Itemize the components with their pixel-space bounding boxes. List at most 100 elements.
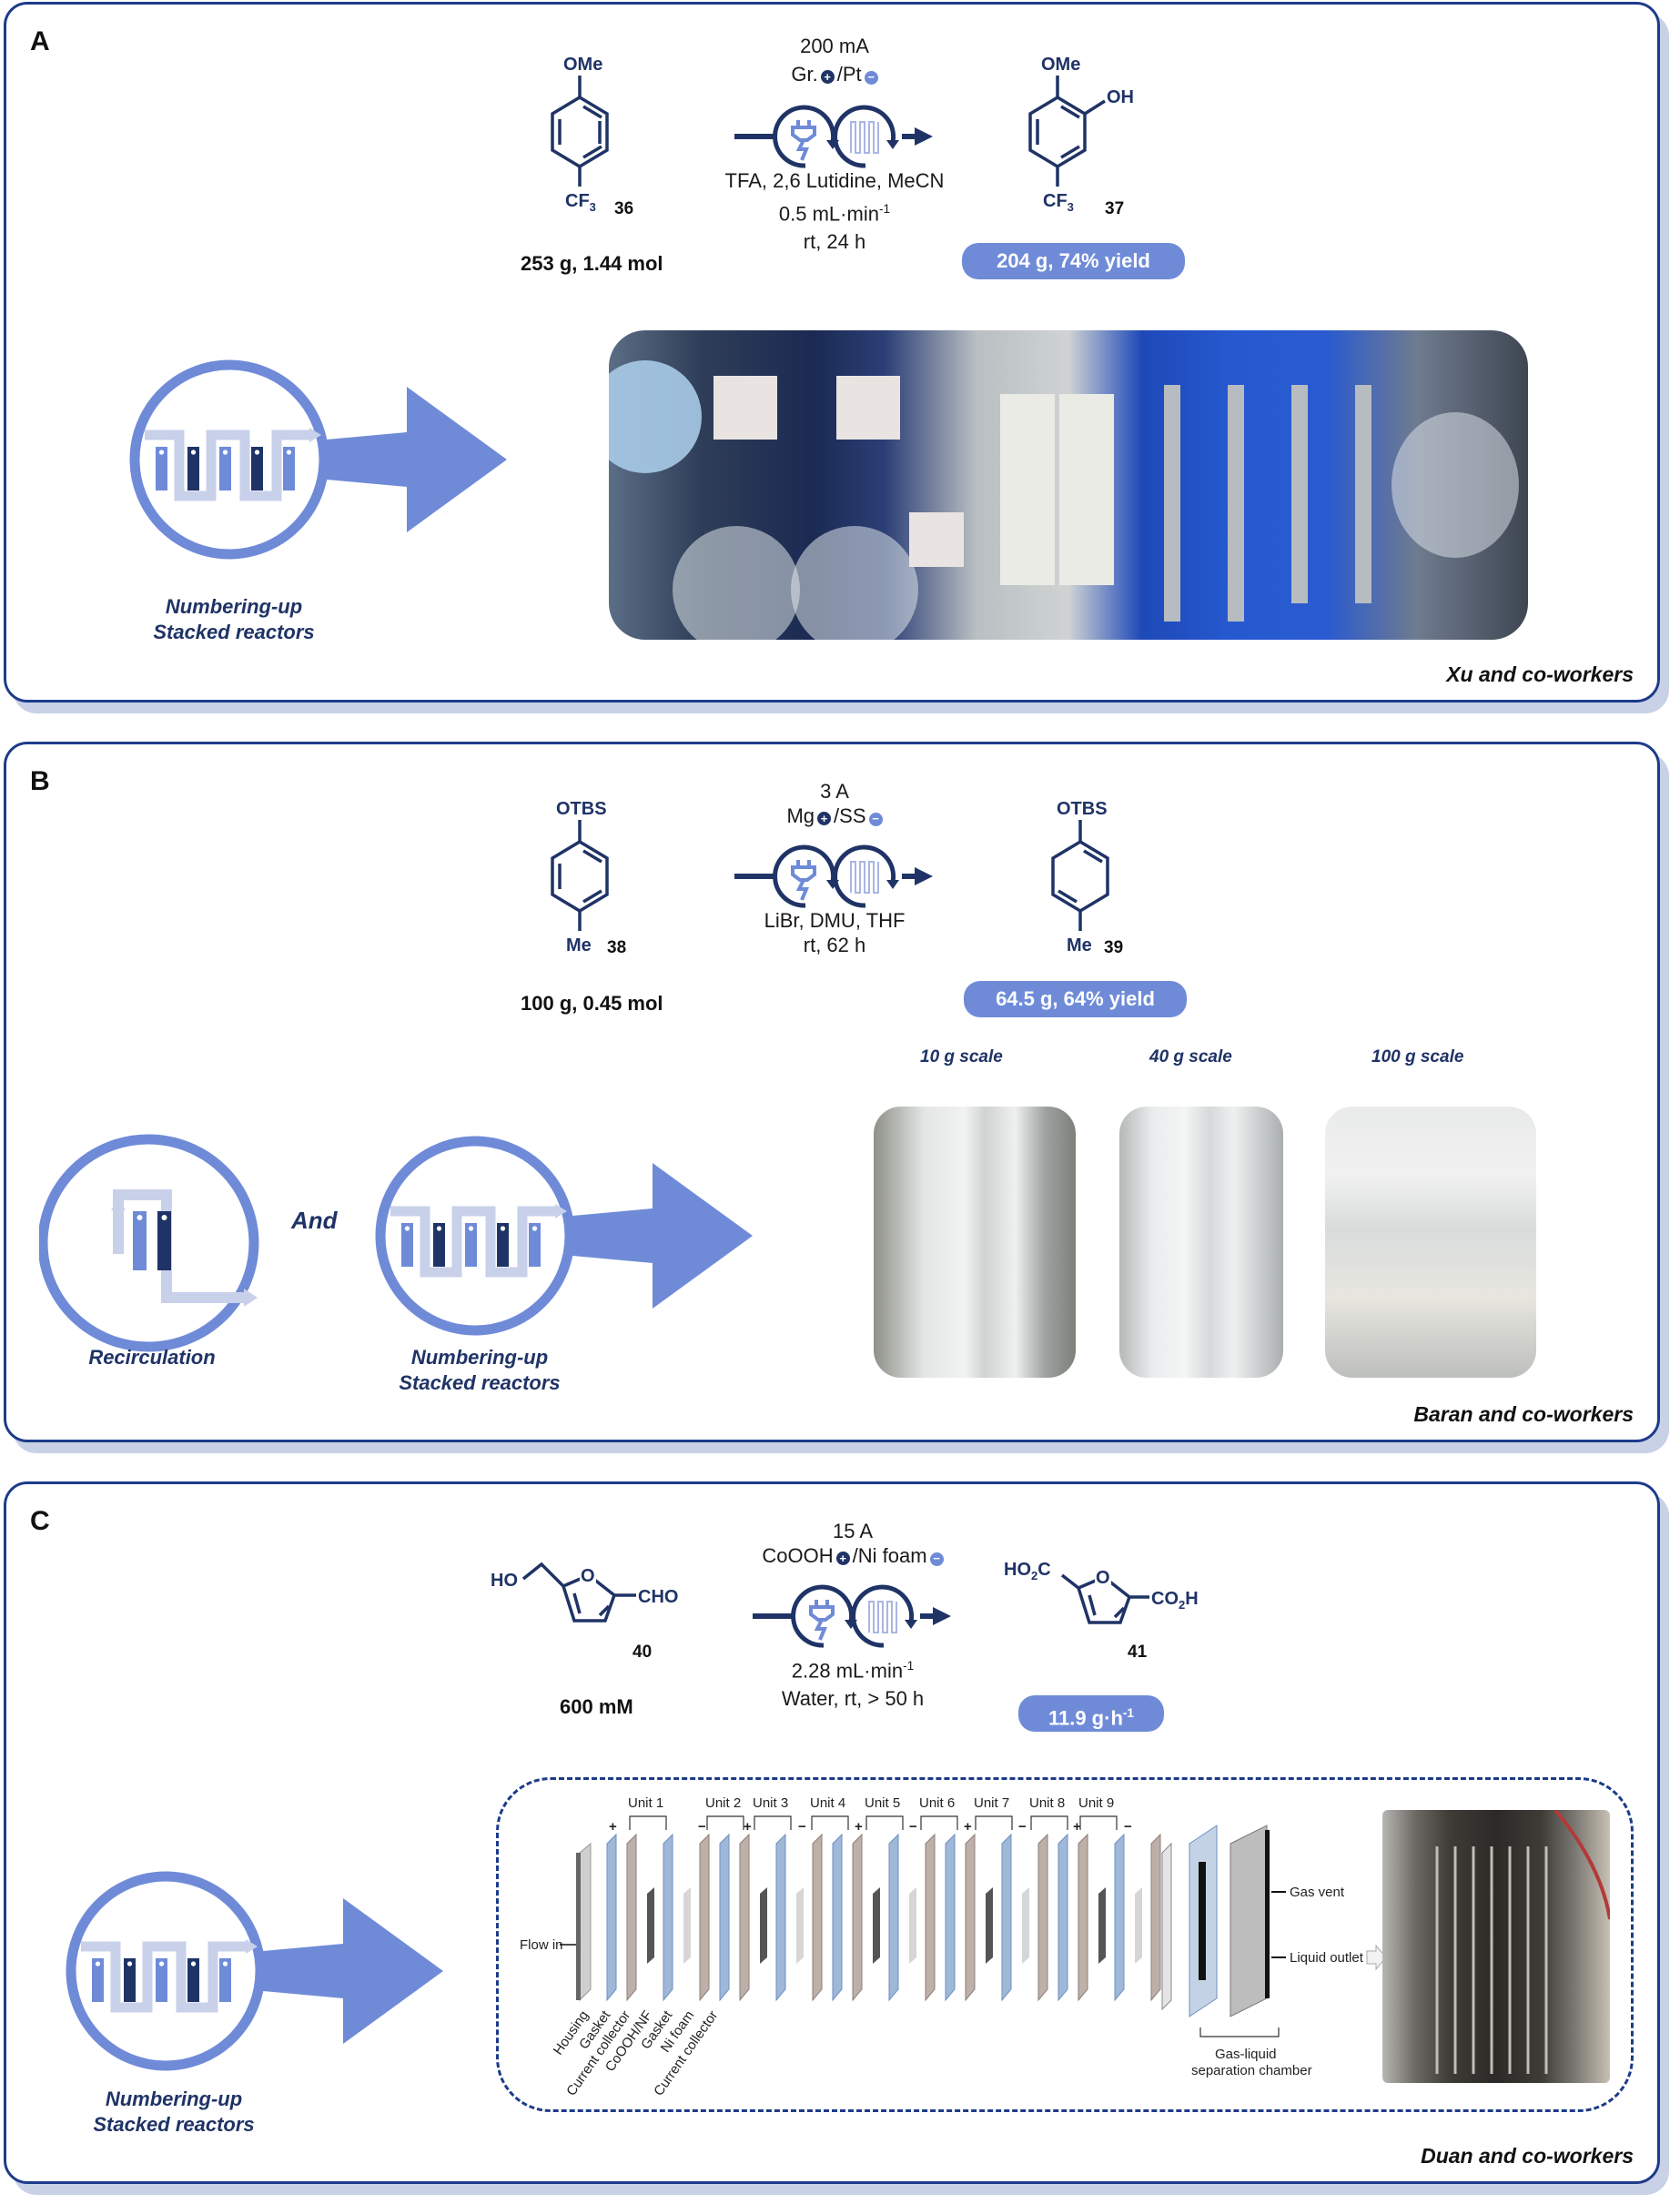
electrode-terminal	[158, 1961, 165, 1966]
reactor-stack-diagram-box	[496, 1777, 1634, 2112]
cycle-arrow-head	[886, 140, 899, 149]
unit-bracket	[975, 1815, 1013, 1830]
current-collector-plate	[739, 1833, 750, 2002]
coil-cycle-ring	[833, 844, 896, 908]
electrode-plate	[497, 1223, 509, 1267]
gasket-plate	[719, 1833, 730, 2002]
plug-icon	[791, 860, 816, 901]
ring-oxygen: O	[1096, 1568, 1110, 1588]
product-41-structure: HO2C O CO2H 41	[1004, 1560, 1199, 1662]
flow-in-label: Flow in	[520, 1937, 563, 1953]
ni-foam-electrode	[796, 1887, 804, 1964]
substituent-ome: OMe	[1041, 55, 1080, 75]
unit-label: Unit 1	[628, 1795, 663, 1811]
flow-arrow-head	[309, 428, 321, 442]
chamber-label: Gas-liquid	[1215, 2047, 1277, 2062]
compound-id: 38	[607, 938, 626, 957]
numbering-up-stacked-reactor-icon	[375, 1136, 753, 1336]
unit-label: Unit 4	[810, 1795, 845, 1811]
electrode-plate	[465, 1223, 477, 1267]
reactor-photo-100g	[1325, 1107, 1536, 1378]
electrode-plate	[433, 1223, 445, 1267]
electrode-plate	[156, 447, 167, 490]
product-39-structure: OTBS Me 39	[1051, 799, 1123, 957]
yield-badge: 204 g, 74% yield	[962, 243, 1185, 279]
flow-rate: 0.5 mL·min-1	[778, 202, 891, 226]
reactor-stack-photo	[1382, 1810, 1610, 2083]
scale-label: 100 g scale	[1371, 1047, 1464, 1067]
cooh-nf-electrode	[760, 1887, 767, 1964]
compound-id: 36	[614, 199, 633, 218]
electrode-plate	[156, 1958, 167, 2002]
unit-bracket	[865, 1815, 904, 1830]
connector-and: And	[291, 1207, 338, 1234]
reagents: TFA, 2,6 Lutidine, MeCN	[724, 169, 945, 192]
strategy-label: Numbering-up Stacked reactors	[93, 2088, 255, 2136]
substituent-co2h: CO2H	[1151, 1589, 1199, 1612]
arrow-head-icon	[915, 867, 933, 885]
product-37-structure: OMe OH CF3 37	[1028, 55, 1134, 218]
panel-c: C HO O CHO 40 600 mM 15 A CoOOH+/Ni foam…	[4, 1481, 1660, 2184]
chamber-bracket	[1199, 2027, 1280, 2037]
cooh-nf-electrode	[1098, 1887, 1106, 1964]
chamber-window	[1199, 1862, 1206, 1980]
transition-arrow-icon	[1366, 1944, 1387, 1971]
substituent-cho: CHO	[638, 1587, 678, 1607]
electrochemical-flow-reactor-icon	[734, 105, 933, 168]
recirculation-icon	[39, 1134, 259, 1352]
current: 15 A	[832, 1520, 874, 1542]
unit-label: Unit 2	[705, 1795, 741, 1811]
flow-arrow-head	[246, 1939, 258, 1954]
chamber-edge	[1265, 1830, 1270, 1998]
minus-terminal-icon: −	[1018, 1819, 1027, 1835]
electrode-plate	[251, 447, 263, 490]
coil-cycle-ring	[833, 105, 896, 168]
current-collector-plate	[925, 1833, 936, 2002]
panel-label: B	[30, 766, 50, 796]
photo-detail	[609, 360, 1519, 640]
electrode-cycle-ring	[773, 105, 836, 168]
gasket-plate	[832, 1833, 843, 2002]
reactant-38-structure: OTBS Me 38	[551, 799, 626, 957]
current-collector-plate	[812, 1833, 823, 2002]
reaction-conditions-bottom: TFA, 2,6 Lutidine, MeCN 0.5 mL·min-1 rt,…	[689, 167, 980, 256]
plus-terminal-icon: +	[855, 1819, 863, 1835]
arrow-head-icon	[933, 1607, 951, 1625]
ring-oxygen: O	[581, 1566, 595, 1586]
reactant-40-structure: HO O CHO 40	[491, 1562, 678, 1662]
substituent-ho2c: HO2C	[1004, 1560, 1051, 1582]
numbering-up-stacked-reactor-icon	[129, 359, 507, 560]
reaction-conditions-top: 3 A Mg+/SS−	[707, 779, 962, 828]
unit-bracket	[811, 1815, 849, 1830]
reactant-36-structure: OMe CF3 36	[551, 55, 633, 218]
unit-bracket	[629, 1815, 667, 1830]
electrodes: Mg+/SS−	[707, 804, 962, 828]
minus-terminal-icon: −	[909, 1819, 917, 1835]
big-arrow-icon	[307, 387, 507, 532]
cooh-nf-electrode	[986, 1887, 993, 1964]
reactant-amount: 100 g, 0.45 mol	[521, 992, 663, 1015]
panel-label: A	[30, 26, 50, 56]
electrode-terminal	[500, 1226, 506, 1231]
gasket-plate	[1114, 1833, 1125, 2002]
electrode-plate	[187, 1958, 199, 2002]
substituent-me: Me	[1067, 935, 1092, 955]
electrode-plate	[219, 447, 231, 490]
scale-label: 40 g scale	[1149, 1047, 1232, 1067]
current-collector-plate	[1037, 1833, 1048, 2002]
credit: Baran and co-workers	[1413, 1402, 1634, 1426]
housing-edge	[576, 1853, 581, 2000]
time: rt, 24 h	[803, 230, 866, 254]
gasket-plate	[1058, 1833, 1068, 2002]
electrode-terminal	[531, 1226, 538, 1231]
ni-foam-electrode	[909, 1887, 916, 1964]
electrochemical-flow-reactor-icon	[753, 1584, 951, 1648]
time: rt, 62 h	[803, 934, 866, 956]
electrode-plate	[187, 447, 199, 490]
gasket-plate	[663, 1833, 673, 2002]
unit-bracket	[1030, 1815, 1068, 1830]
big-arrow-icon	[243, 1898, 443, 2044]
electrode-plate	[401, 1223, 413, 1267]
cycle-arrow-head	[905, 1620, 917, 1629]
current-collector-plate	[852, 1833, 863, 2002]
